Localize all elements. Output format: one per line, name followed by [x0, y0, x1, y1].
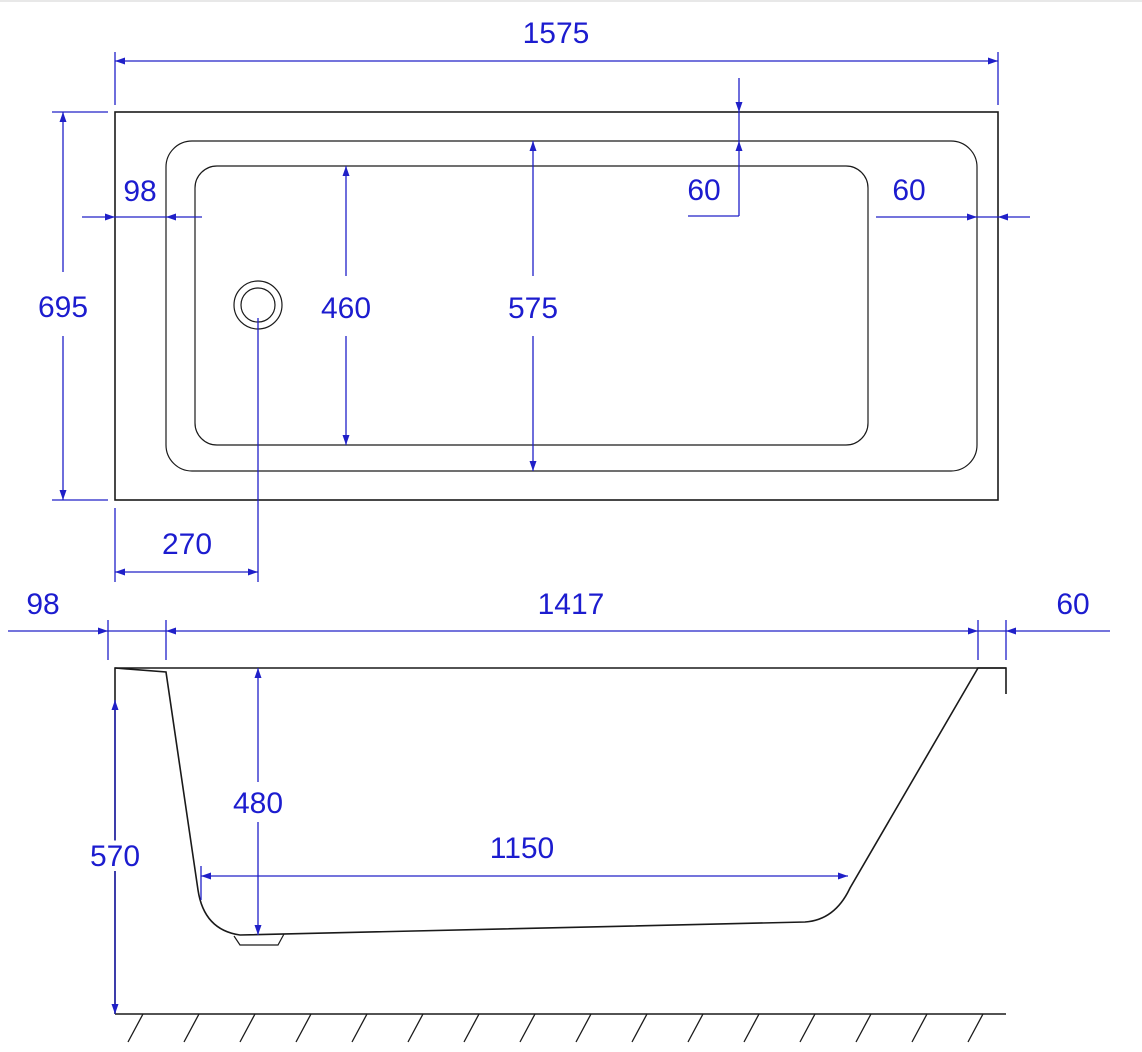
dim-floor-length: 1150 — [200, 832, 848, 900]
dim-overall-width: 695 — [38, 111, 108, 501]
side-drain-outlet — [233, 933, 285, 946]
side-right-rim-label: 60 — [1056, 588, 1089, 621]
floor-length-label: 1150 — [490, 832, 555, 865]
dim-inner-width: 575 — [508, 141, 558, 471]
tub-floor-outline — [194, 165, 869, 446]
top-view — [114, 111, 999, 501]
side-left-rim-label: 98 — [26, 588, 59, 621]
side-inner-length-label: 1417 — [538, 588, 605, 621]
side-outer-profile — [114, 667, 1007, 1014]
height-label: 570 — [90, 840, 140, 873]
inner-width-label: 575 — [508, 292, 558, 325]
overall-length-label: 1575 — [523, 17, 590, 50]
dim-drain-offset: 270 — [114, 318, 259, 582]
rim-inner-label: 60 — [687, 174, 720, 207]
tub-inner-edge — [165, 140, 978, 472]
dim-side-horizontal-chain: 98 1417 60 — [8, 588, 1110, 660]
dim-overall-length: 1575 — [114, 17, 999, 105]
side-view — [114, 667, 1007, 1043]
dim-height: 570 — [85, 700, 145, 1014]
drain-inner-ring — [240, 287, 276, 323]
left-rim-top-label: 98 — [123, 175, 156, 208]
right-rim-top-label: 60 — [892, 174, 925, 207]
dim-rim-inner: 60 — [687, 78, 743, 217]
dim-right-rim-top: 60 — [876, 174, 1030, 221]
dim-depth: 480 — [233, 668, 283, 935]
overall-width-label: 695 — [38, 291, 88, 324]
dim-left-rim-top: 98 — [82, 175, 202, 221]
floor-width-label: 460 — [321, 292, 371, 325]
dim-floor-width: 460 — [321, 166, 371, 445]
side-basin-profile — [114, 667, 1006, 936]
depth-label: 480 — [233, 787, 283, 820]
tub-outer-rim — [114, 111, 999, 501]
floor-hatching — [127, 1013, 984, 1043]
drain-offset-label: 270 — [162, 528, 212, 561]
